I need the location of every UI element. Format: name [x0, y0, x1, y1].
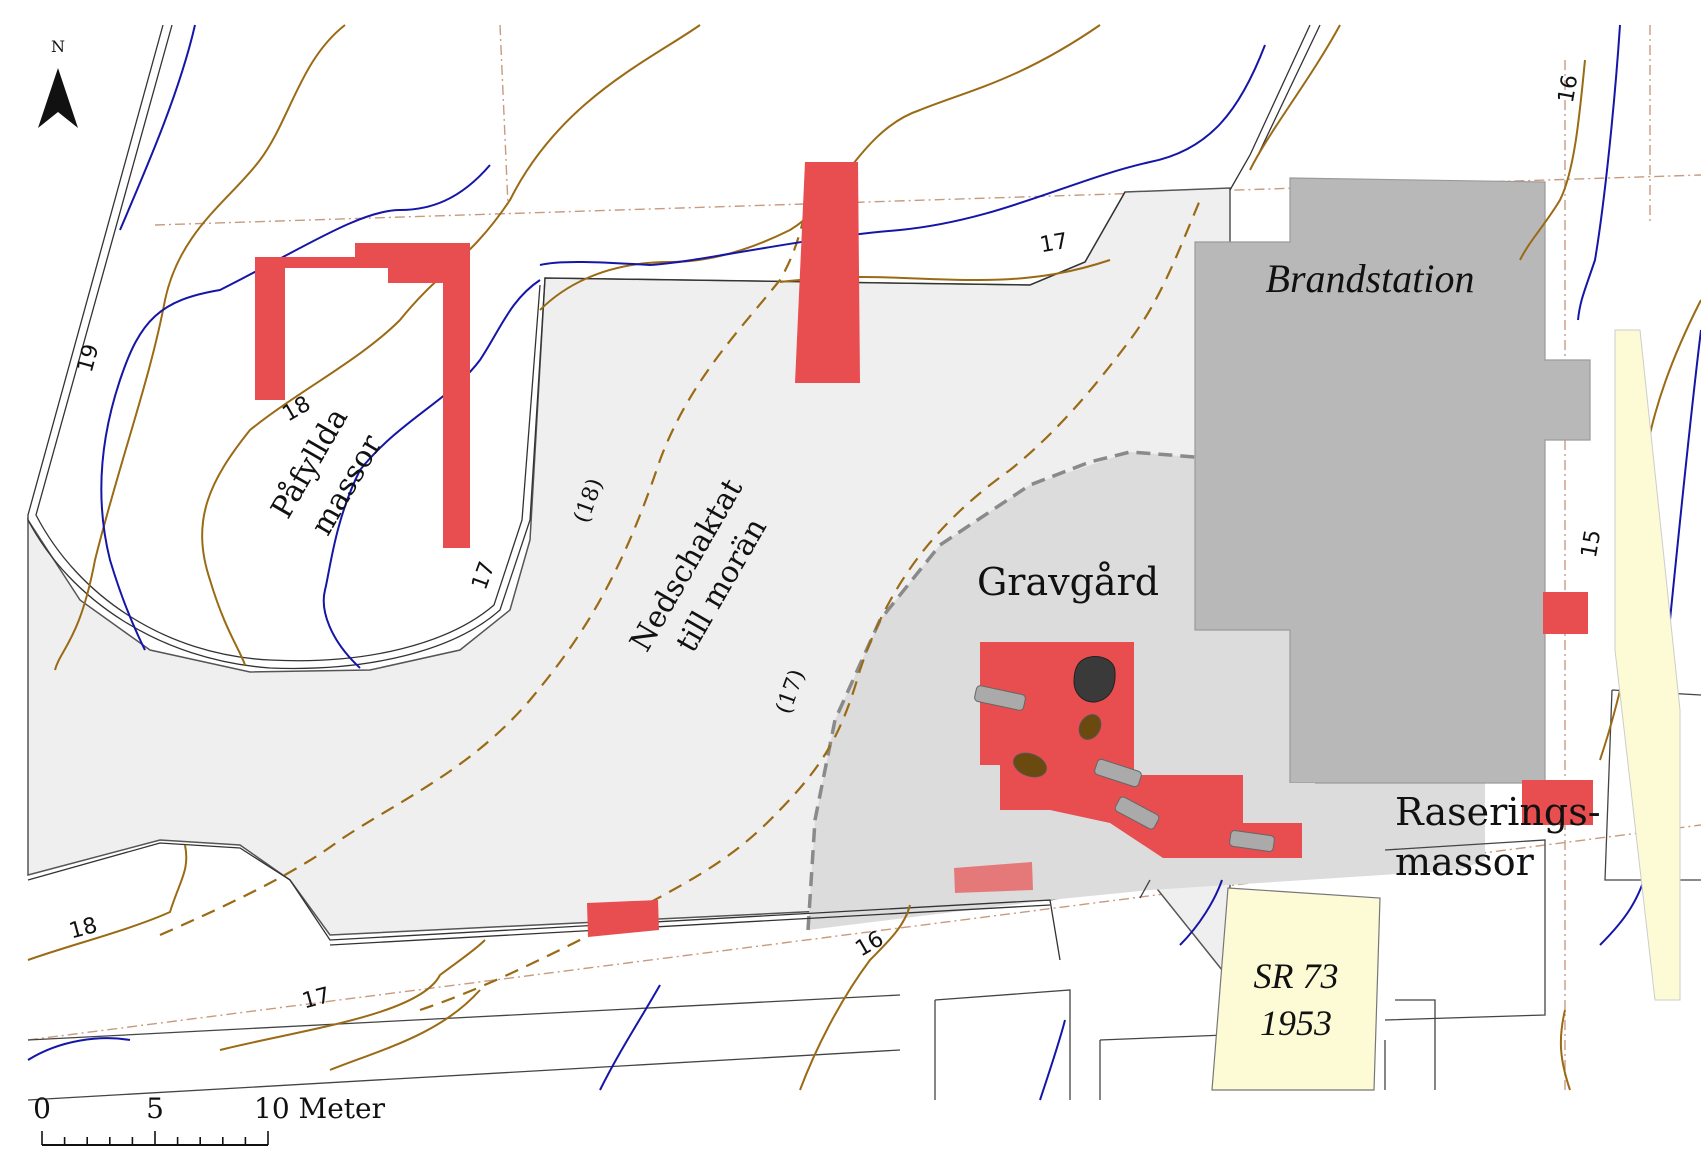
grave-grey-1: [974, 685, 1026, 711]
label-reference-1: SR 73: [1254, 956, 1339, 996]
contour-label-19: 19: [73, 342, 104, 376]
label-demolition-1: Raserings-: [1395, 790, 1601, 834]
trench-east-small: [1522, 780, 1593, 825]
label-building: Brandstation: [1266, 256, 1475, 301]
grave-grey-2: [1094, 758, 1142, 788]
scale-label-10: 10 Meter: [254, 1092, 386, 1125]
north-arrow-icon: N: [38, 37, 78, 128]
brown-feature-2: [1013, 752, 1047, 778]
contour-label-16-lower: 16: [851, 927, 888, 963]
contours-blue: [27, 24, 1701, 1101]
scale-label-5: 5: [146, 1092, 164, 1125]
contour-label-17-upper: 17: [1038, 229, 1070, 258]
contour-label-15-right: 15: [1577, 528, 1606, 560]
trench-south: [587, 900, 659, 937]
grave-grey-4: [1229, 830, 1275, 852]
grave-grey-3: [1114, 796, 1160, 830]
contour-label-18-lower: 18: [67, 913, 101, 944]
trench-cemetery: [980, 642, 1302, 858]
scale-label-0: 0: [33, 1092, 51, 1125]
contours-brown: [27, 24, 1701, 1091]
reference-strip: [1614, 329, 1681, 1001]
dark-stone: [1073, 656, 1116, 703]
label-demolition-2: massor: [1395, 840, 1535, 884]
trench-l-shape: [255, 243, 470, 548]
trench-east: [1543, 592, 1588, 634]
road-lines: [27, 24, 1321, 961]
trenches: [255, 162, 1593, 937]
label-cemetery: Gravgård: [977, 560, 1159, 604]
grave-features: [974, 656, 1275, 852]
label-reference-2: 1953: [1260, 1003, 1332, 1043]
contour-label-17-lower: 17: [300, 983, 334, 1014]
building-outlines: [27, 689, 1701, 1101]
scale-bar: 0 5 10 Meter: [33, 1092, 386, 1146]
contour-label-16-right: 16: [1554, 73, 1583, 105]
trench-north: [795, 162, 860, 383]
reference-area-sr73: [1211, 887, 1381, 1091]
north-label: N: [51, 37, 65, 56]
trench-south-shaded: [954, 862, 1033, 893]
brown-feature-1: [1078, 714, 1102, 740]
contour-label-17-mid: 17: [467, 558, 500, 593]
